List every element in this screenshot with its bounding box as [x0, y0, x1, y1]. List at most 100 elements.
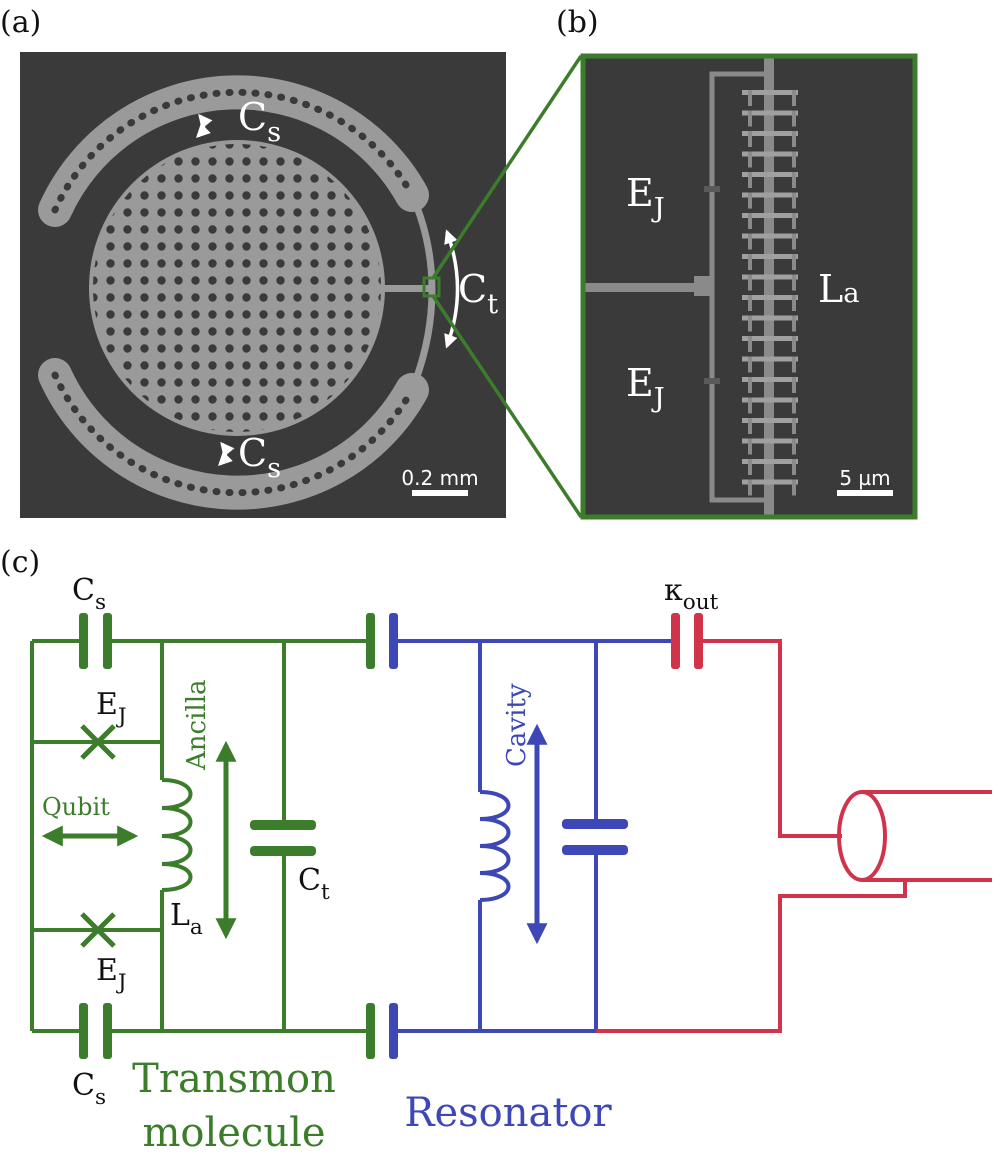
- chain-post: [792, 377, 796, 393]
- scalebar-b: [837, 490, 893, 496]
- chain-post: [792, 90, 796, 106]
- chain-post: [792, 418, 796, 434]
- chain-post: [792, 110, 796, 127]
- chain-post: [748, 131, 752, 147]
- chain-rung: [742, 377, 798, 382]
- chain-post: [792, 233, 796, 250]
- cavity-label: Cavity: [502, 683, 532, 767]
- coupling-capacitor-bottom-right: [389, 1003, 398, 1059]
- chain-post: [748, 172, 752, 188]
- chain-post: [748, 295, 752, 311]
- coupling-capacitor-top-right: [389, 613, 398, 669]
- cs-top-label: Cs: [238, 95, 281, 148]
- chain-post: [792, 459, 796, 475]
- output-circuit: [596, 639, 992, 1033]
- c-cs-bottom-label: Cs: [72, 1068, 106, 1110]
- chain-post: [748, 438, 752, 455]
- chain-post: [748, 192, 752, 209]
- chain-rung: [742, 315, 798, 321]
- chain-rung: [742, 254, 798, 259]
- panel-a-tag: (a): [0, 5, 41, 40]
- cavity-inductor: [479, 790, 511, 902]
- chain-post: [792, 356, 796, 373]
- ancilla-inductor: [161, 778, 193, 892]
- junction-bottom-symbol: [80, 912, 116, 948]
- chain-post: [748, 459, 752, 475]
- chain-post: [748, 90, 752, 106]
- chain-rung: [742, 356, 798, 362]
- c-ej-bottom-label: EJ: [96, 953, 127, 995]
- chain-post: [792, 274, 796, 291]
- chain-post: [792, 131, 796, 147]
- chain-post: [792, 397, 796, 414]
- chain-rung: [742, 110, 798, 116]
- zoom-region-marker: [422, 276, 441, 298]
- chain-rung: [742, 233, 798, 239]
- chain-post: [748, 418, 752, 434]
- sem-image-device: Cs Cs Ct 0.2 mm: [20, 52, 506, 518]
- chain-post: [748, 397, 752, 414]
- coax-cable: [862, 790, 992, 882]
- chain-post: [792, 172, 796, 188]
- c-kappa-label: κout: [664, 573, 719, 615]
- scalebar-a-label: 0.2 mm: [401, 466, 478, 490]
- chain-rung: [742, 274, 798, 280]
- chain-rung: [742, 336, 798, 341]
- c-la-label: La: [170, 898, 203, 940]
- chain-post: [792, 151, 796, 168]
- panel-c-tag: (c): [0, 545, 40, 580]
- chain-rung: [742, 192, 798, 198]
- cavity-capacitor: [562, 819, 628, 829]
- qubit-label: Qubit: [42, 793, 110, 821]
- cs-bottom-capacitor: [79, 1003, 88, 1059]
- chain-rung: [742, 295, 798, 300]
- c-ct-label: Ct: [298, 863, 330, 905]
- chain-rung: [742, 131, 798, 136]
- output-capacitor: [671, 613, 703, 669]
- chain-post: [792, 315, 796, 332]
- cs-top-capacitor: [79, 613, 88, 669]
- chain-post: [792, 254, 796, 270]
- zoom-line-top: [431, 55, 583, 279]
- chain-rung: [742, 151, 798, 157]
- transmon-circuit: [30, 639, 375, 1033]
- transmon-title-line2: molecule: [142, 1110, 325, 1153]
- scalebar-b-label: 5 µm: [839, 466, 890, 490]
- transmon-title-line1: Transmon: [132, 1056, 336, 1102]
- panel-b-tag: (b): [556, 5, 599, 40]
- chain-rung: [742, 438, 798, 444]
- transmon-capacitors: [79, 613, 375, 1059]
- cs-top-arrow: [196, 113, 213, 138]
- ct-arrow: [444, 229, 460, 349]
- junction-top-symbol: [80, 724, 116, 760]
- chain-post: [792, 213, 796, 229]
- chain-post: [748, 315, 752, 332]
- scalebar-a: [412, 490, 468, 496]
- coax-connector-end: [837, 790, 887, 882]
- chain-post: [748, 151, 752, 168]
- chain-rung: [742, 459, 798, 464]
- resonator-title: Resonator: [404, 1090, 612, 1136]
- junction-array-chain: [742, 90, 798, 496]
- c-cs-top-label: Cs: [72, 573, 106, 615]
- coupling-capacitor-bottom-left: [366, 1003, 375, 1059]
- resonator-capacitors: [389, 613, 628, 1059]
- cs-bottom-arrow: [218, 441, 235, 466]
- chain-rung: [742, 90, 798, 95]
- ej-bottom-label: EJ: [626, 361, 665, 414]
- chain-rung: [742, 213, 798, 218]
- ct-capacitor: [250, 820, 316, 830]
- chain-rung: [742, 397, 798, 403]
- chain-post: [792, 192, 796, 209]
- cs-bottom-label: Cs: [238, 431, 281, 484]
- chain-post: [748, 213, 752, 229]
- chain-post: [748, 377, 752, 393]
- chain-post: [748, 274, 752, 291]
- ej-top-label: EJ: [626, 171, 665, 224]
- chain-post: [792, 295, 796, 311]
- chain-post: [748, 479, 752, 496]
- chain-post: [748, 336, 752, 352]
- c-ej-top-label: EJ: [96, 687, 127, 729]
- chain-post: [748, 110, 752, 127]
- la-label: La: [818, 267, 860, 311]
